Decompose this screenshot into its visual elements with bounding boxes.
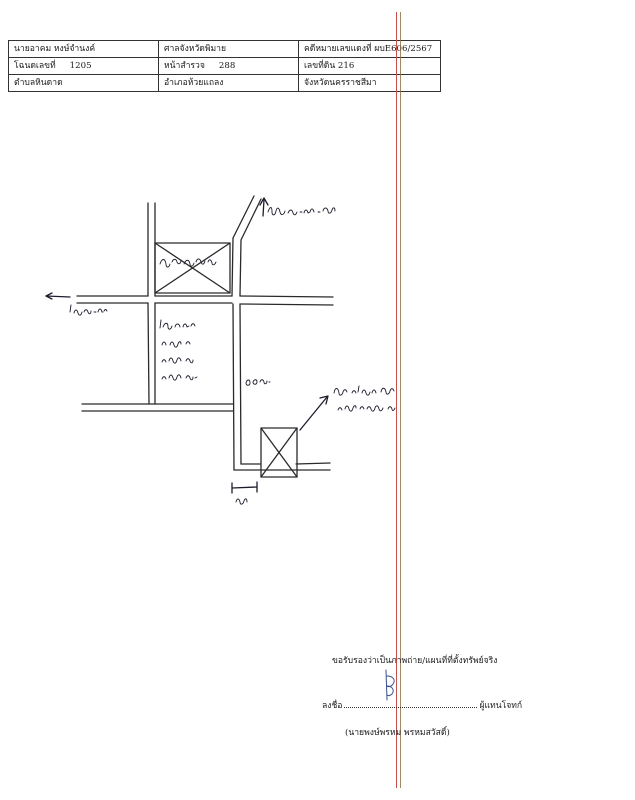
road-north-left bbox=[147, 202, 156, 297]
land-plot-parcel bbox=[260, 427, 298, 478]
sign-prefix: ลงชื่อ bbox=[322, 701, 343, 711]
road-north-angled bbox=[231, 195, 262, 297]
deed-number-cell: โฉนดเลขที่1205 bbox=[8, 57, 159, 75]
subdistrict-cell: ตำบลหินดาด bbox=[8, 74, 159, 92]
dimension-marker bbox=[231, 481, 258, 494]
road-main-horizontal bbox=[76, 295, 334, 306]
signature-dotted-line bbox=[344, 700, 478, 708]
road-lower-horizontal bbox=[81, 403, 234, 412]
handwritten-note-temple bbox=[159, 258, 217, 268]
signature-line: ลงชื่อ ผู้แทนโจทก์ bbox=[322, 698, 522, 712]
handwritten-note-plot bbox=[333, 385, 396, 412]
certification-statement: ขอรับรองว่าเป็นภาพถ่าย/แผนที่ที่ตั้งทรัพ… bbox=[332, 656, 498, 666]
handwritten-note-village bbox=[159, 319, 198, 381]
signer-name: (นายพงษ์พรหม พรหมสวัสดิ์) bbox=[345, 728, 450, 738]
handwritten-note-distance bbox=[245, 379, 271, 386]
province-cell: จังหวัดนครราชสีมา bbox=[298, 74, 441, 92]
road-to-plot bbox=[232, 303, 331, 471]
road-village-column bbox=[147, 302, 156, 405]
arrow-west bbox=[45, 292, 71, 300]
info-row-3: ตำบลหินดาด อำเภอห้วยแถลง จังหวัดนครราชสี… bbox=[8, 74, 441, 92]
scan-artifact-brown-line bbox=[400, 12, 401, 788]
arrow-to-plot bbox=[299, 395, 329, 431]
handwritten-note-north bbox=[267, 207, 336, 216]
handwritten-note-west bbox=[69, 304, 108, 316]
case-info-table: นายอาคม หงษ์จำนงค์ ศาลจังหวัดพิมาย คดีหม… bbox=[8, 40, 441, 92]
temple-block bbox=[154, 242, 231, 294]
signature-mark bbox=[385, 669, 395, 701]
arrow-north bbox=[259, 197, 269, 217]
info-row-1: นายอาคม หงษ์จำนงค์ ศาลจังหวัดพิมาย คดีหม… bbox=[8, 40, 441, 58]
scan-artifact-red-line bbox=[396, 12, 397, 788]
handwritten-note-dimension bbox=[235, 498, 248, 505]
sign-suffix: ผู้แทนโจทก์ bbox=[479, 701, 523, 711]
